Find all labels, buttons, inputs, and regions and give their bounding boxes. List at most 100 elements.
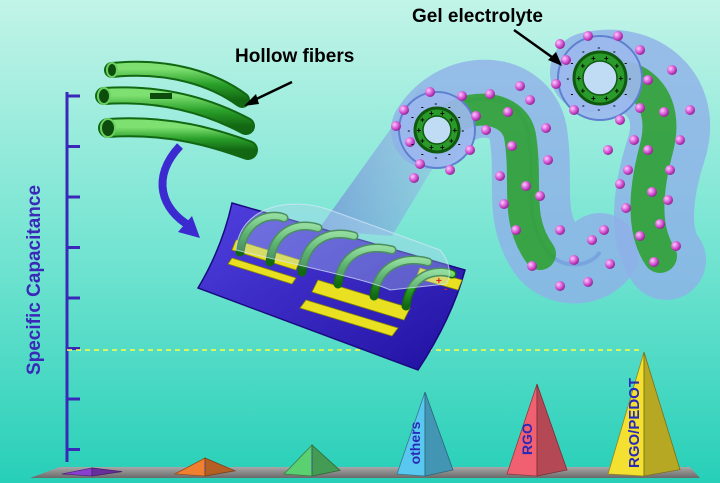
svg-text:-: -: [411, 113, 414, 122]
svg-text:-: -: [435, 153, 438, 162]
ion: [541, 123, 551, 133]
capacitance-axis: [65, 92, 80, 462]
ion: [649, 257, 659, 267]
hollow-fibers-label: Hollow fibers: [235, 46, 354, 67]
svg-text:-: -: [598, 105, 601, 114]
svg-text:-: -: [448, 103, 451, 112]
ion: [635, 45, 645, 55]
pyramid-5: RGO: [506, 383, 568, 477]
ion: [615, 115, 625, 125]
ion: [481, 125, 491, 135]
ion: [569, 255, 579, 265]
svg-text:-: -: [435, 99, 438, 108]
ion: [671, 241, 681, 251]
svg-text:-: -: [613, 47, 616, 56]
svg-text:+: +: [581, 86, 586, 95]
ion: [583, 277, 593, 287]
svg-text:-: -: [567, 74, 570, 83]
ion: [525, 95, 535, 105]
ion: [613, 31, 623, 41]
ion: [603, 145, 613, 155]
ion: [583, 31, 593, 41]
floor: [30, 467, 700, 478]
ion: [511, 225, 521, 235]
gel-electrolyte-arrow: [513, 28, 562, 66]
ion: [555, 225, 565, 235]
svg-text:-: -: [582, 101, 585, 110]
pyramid-4: others: [396, 391, 454, 477]
svg-text:-: -: [613, 101, 616, 110]
ion: [599, 225, 609, 235]
svg-text:+: +: [614, 86, 619, 95]
svg-text:+: +: [619, 74, 624, 83]
svg-text:+: +: [577, 74, 582, 83]
pyramid-label: RGO/PEDOT: [626, 378, 643, 468]
pyramid-1: [61, 467, 123, 477]
ion: [569, 105, 579, 115]
ion: [655, 219, 665, 229]
ion: [485, 89, 495, 99]
svg-text:+: +: [429, 109, 434, 118]
ion: [659, 107, 669, 117]
ion: [675, 135, 685, 145]
ion: [665, 165, 675, 175]
ion: [409, 173, 419, 183]
svg-text:-: -: [411, 140, 414, 149]
ion: [445, 165, 455, 175]
hollow-fibers-arrow: [244, 80, 293, 106]
svg-text:+: +: [604, 94, 609, 103]
ion: [507, 141, 517, 151]
svg-text:+: +: [581, 62, 586, 71]
svg-text:+: +: [436, 276, 442, 287]
ion: [535, 191, 545, 201]
axis-label: Specific Capacitance: [24, 185, 45, 375]
ion: [685, 105, 695, 115]
svg-text:+: +: [440, 143, 445, 152]
svg-text:+: +: [420, 115, 425, 124]
hollow-fibers-illustration: [95, 60, 258, 160]
ion: [643, 75, 653, 85]
svg-text:+: +: [420, 137, 425, 146]
ion: [615, 179, 625, 189]
ion: [527, 261, 537, 271]
svg-text:-: -: [582, 47, 585, 56]
svg-text:-: -: [624, 59, 627, 68]
svg-text:+: +: [614, 62, 619, 71]
ion: [499, 199, 509, 209]
svg-text:-: -: [571, 59, 574, 68]
pyramid-label: others: [407, 421, 423, 464]
svg-text:-: -: [448, 149, 451, 158]
fiber-closeup: ++++++++++------------++++++++++--------…: [391, 29, 710, 304]
gel-electrolyte-label: Gel electrolyte: [412, 6, 543, 27]
svg-text:-: -: [629, 74, 632, 83]
ion: [647, 187, 657, 197]
svg-text:+: +: [429, 143, 434, 152]
ion: [543, 155, 553, 165]
ion: [587, 235, 597, 245]
ion: [425, 87, 435, 97]
pyramid-6: RGO/PEDOT: [607, 351, 681, 477]
ion: [555, 39, 565, 49]
ion: [457, 91, 467, 101]
ion: [667, 65, 677, 75]
ion: [521, 181, 531, 191]
ion: [471, 111, 481, 121]
svg-text:-: -: [598, 43, 601, 52]
ion: [635, 231, 645, 241]
svg-text:-: -: [462, 126, 465, 135]
ion: [391, 121, 401, 131]
ion: [643, 145, 653, 155]
pyramid-2: [173, 457, 237, 477]
ion: [495, 171, 505, 181]
ion: [405, 137, 415, 147]
svg-text:-: -: [408, 126, 411, 135]
svg-text:-: -: [571, 90, 574, 99]
svg-text:+: +: [440, 109, 445, 118]
ion: [663, 195, 673, 205]
ion: [399, 105, 409, 115]
svg-text:-: -: [624, 90, 627, 99]
ion: [561, 55, 571, 65]
svg-text:+: +: [591, 94, 596, 103]
ion: [551, 79, 561, 89]
